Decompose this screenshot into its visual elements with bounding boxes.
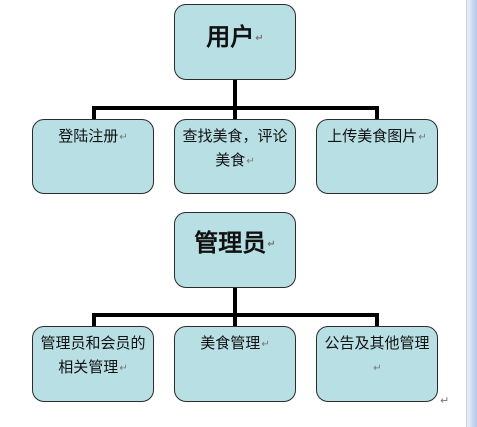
- connector-user-drop-1: [92, 106, 96, 121]
- root-label-admin: 管理员: [194, 229, 267, 257]
- child-node-user-3: 上传美食图片↵: [316, 119, 438, 194]
- child-label-user-1: 登陆注册: [58, 127, 119, 145]
- connector-admin-drop-3: [375, 313, 379, 327]
- root-label-user: 用户: [206, 23, 255, 51]
- child-node-user-2: 查找美食，评论美食↵: [174, 119, 296, 194]
- connector-admin-trunk: [233, 287, 237, 315]
- root-node-user: 用户↵: [174, 4, 296, 80]
- connector-admin-drop-1: [92, 313, 96, 327]
- child-label-user-3: 上传美食图片: [327, 127, 418, 145]
- paragraph-mark: ↵: [373, 363, 382, 374]
- paragraph-mark: ↵: [255, 33, 264, 44]
- child-label-user-2: 查找美食，评论美食: [182, 127, 288, 169]
- connector-user-drop-2: [233, 106, 237, 121]
- paragraph-mark: ↵: [119, 363, 128, 374]
- page-edge-shadow: [467, 0, 477, 427]
- paragraph-mark: ↵: [119, 132, 128, 143]
- paragraph-mark-end: ↵: [440, 394, 450, 407]
- paragraph-mark: ↵: [261, 339, 270, 350]
- paragraph-mark: ↵: [246, 156, 255, 167]
- child-label-admin-2: 美食管理: [200, 334, 261, 352]
- child-node-admin-3: 公告及其他管理 ↵: [316, 326, 438, 402]
- page-edge-line: [466, 0, 467, 427]
- paragraph-mark: ↵: [418, 132, 427, 143]
- child-label-admin-3: 公告及其他管理: [324, 334, 430, 352]
- paragraph-mark: ↵: [267, 239, 276, 250]
- child-node-admin-1: 管理员和会员的相关管理↵: [32, 326, 154, 402]
- root-node-admin: 管理员↵: [174, 212, 296, 288]
- child-node-admin-2: 美食管理↵: [174, 326, 296, 402]
- connector-user-drop-3: [375, 106, 379, 121]
- connector-admin-drop-2: [233, 313, 237, 327]
- child-node-user-1: 登陆注册↵: [32, 119, 154, 194]
- connector-user-trunk: [233, 80, 237, 108]
- child-label-admin-1: 管理员和会员的相关管理: [40, 334, 146, 376]
